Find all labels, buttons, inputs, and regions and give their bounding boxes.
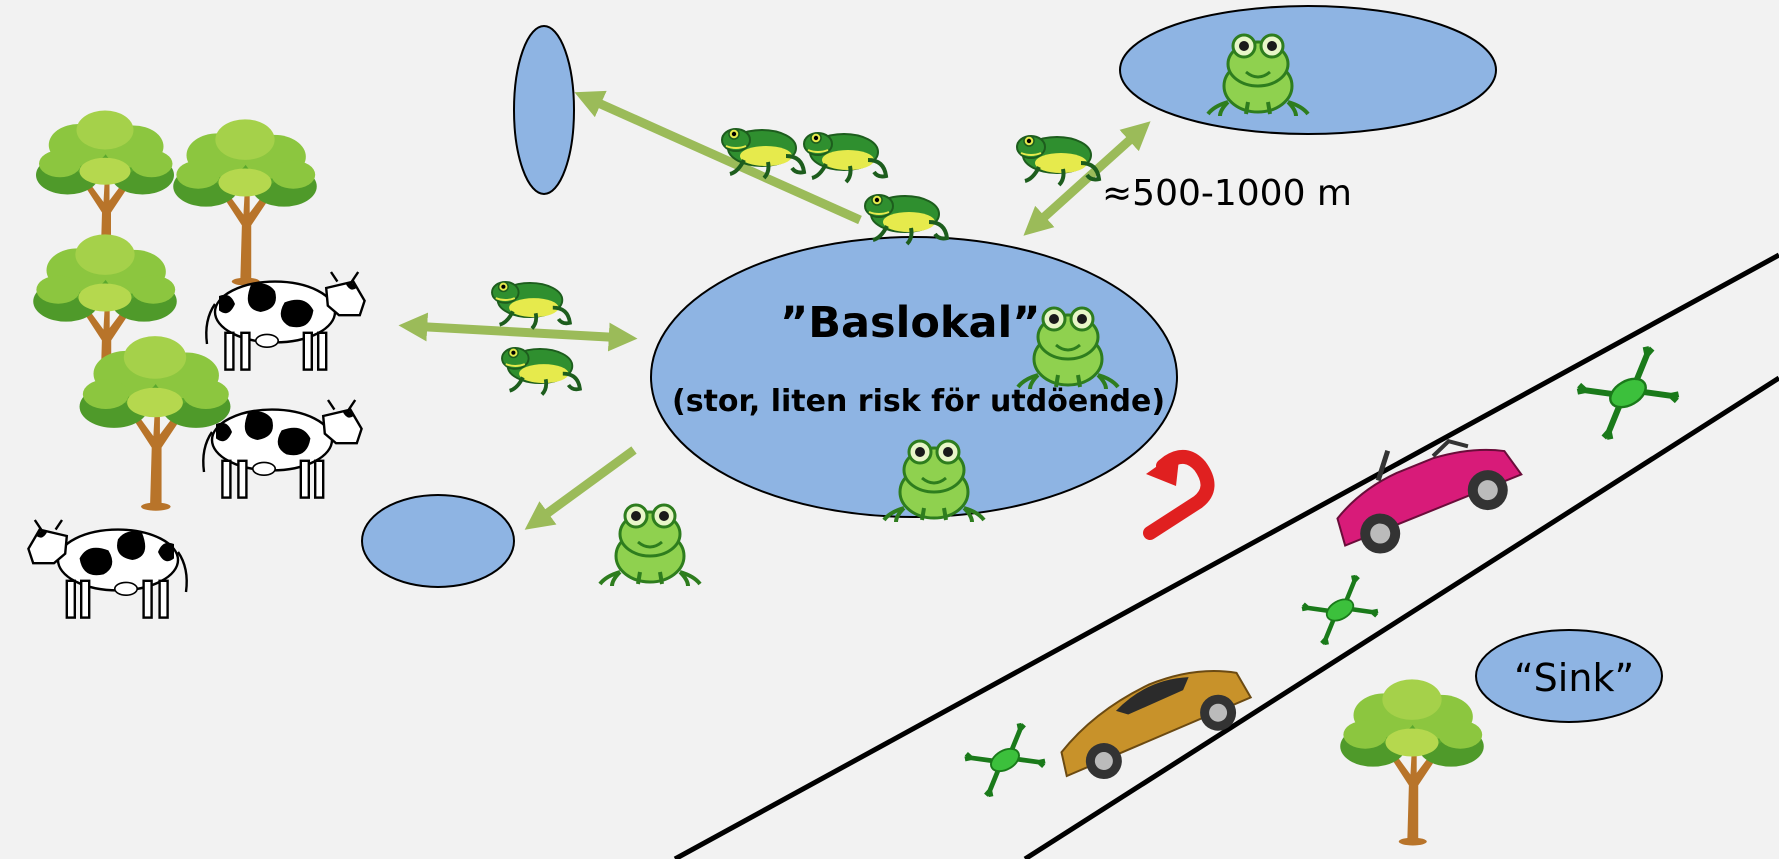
treefrog-icon (1015, 134, 1101, 187)
main-pond-title: ”Baslokal” (780, 298, 1041, 348)
tree-icon (79, 336, 231, 511)
cow-icon (205, 270, 366, 371)
car-icon (1336, 438, 1523, 554)
distance-arrow-icon (1023, 121, 1151, 236)
treefrog-icon (500, 346, 582, 397)
flattened-frog-icon (1300, 574, 1380, 647)
road-edge-right (1023, 375, 1779, 859)
treefrog-icon (720, 127, 806, 180)
treefrog-icon (802, 131, 888, 184)
migration-arrow-to-forest (398, 312, 638, 352)
sink-pond (1475, 629, 1663, 723)
pond-small-left (361, 494, 515, 588)
distance-label: ≈500-1000 m (1102, 173, 1352, 214)
migration-arrow-to-tall-pond (574, 90, 862, 225)
pond-top-right (1119, 5, 1497, 135)
cow-icon (27, 518, 188, 619)
sink-pond-label: “Sink” (1514, 656, 1635, 700)
road-edge-left (673, 252, 1779, 859)
migration-arrow-to-small-pond (524, 446, 637, 530)
treefrog-icon (490, 280, 572, 331)
tree-icon (1340, 679, 1484, 846)
tree-icon (173, 119, 317, 286)
car-icon (1060, 670, 1253, 780)
frog-icon (598, 503, 702, 588)
u-turn-arrow-icon (1143, 449, 1215, 540)
main-pond (650, 236, 1178, 518)
flattened-frog-icon (963, 722, 1047, 799)
pond-tall-small (513, 25, 575, 195)
main-pond-subtitle: (stor, liten risk för utdöende) (672, 384, 1166, 419)
